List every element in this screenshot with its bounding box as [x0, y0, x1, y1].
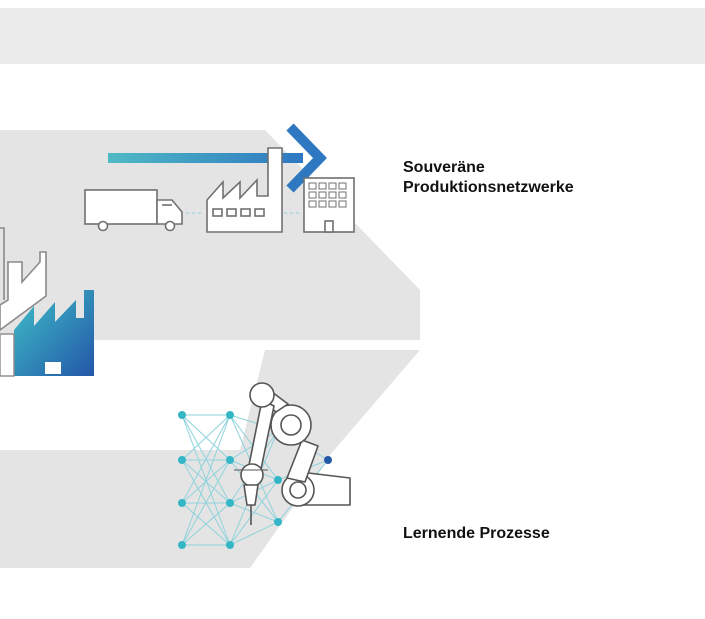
network-node — [178, 456, 186, 464]
network-link — [181, 459, 231, 546]
network-link — [229, 521, 279, 546]
network-node — [226, 541, 234, 549]
truck-icon — [84, 189, 183, 232]
network-link — [181, 414, 231, 504]
factory-icon — [206, 147, 283, 233]
network-node — [178, 541, 186, 549]
label-learning-processes-text: Lernende Prozesse — [403, 525, 550, 542]
network-node — [226, 411, 234, 419]
label-sovereign-networks-line1: Souveräne — [403, 159, 485, 176]
office-building-icon — [303, 177, 355, 233]
network-node — [274, 476, 282, 484]
network-node — [178, 411, 186, 419]
network-node — [324, 456, 332, 464]
top-banner-band — [0, 8, 705, 64]
network-link — [181, 414, 231, 461]
chevron-band-bottom — [0, 350, 420, 568]
network-node — [274, 518, 282, 526]
factory-filled-icon — [0, 227, 94, 377]
label-sovereign-networks-line2: Produktionsnetzwerke — [403, 179, 574, 196]
arrow-right-icon — [108, 123, 327, 193]
label-sovereign-networks: Souveräne Produktionsnetzwerke — [403, 158, 574, 198]
network-node — [226, 456, 234, 464]
network-node — [178, 499, 186, 507]
robot-arm-icon — [234, 382, 351, 525]
network-link — [181, 414, 231, 546]
label-learning-processes: Lernende Prozesse — [403, 524, 550, 544]
network-link — [229, 479, 279, 546]
network-link — [181, 459, 231, 504]
network-node — [226, 499, 234, 507]
network-link — [181, 502, 231, 546]
